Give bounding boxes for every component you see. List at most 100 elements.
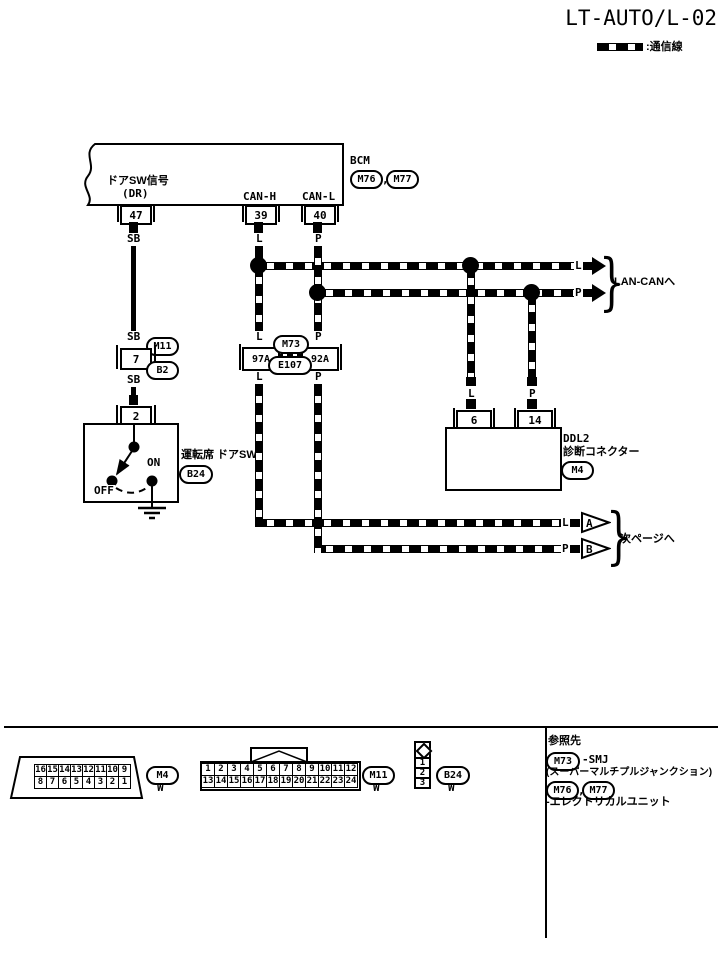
reference-title: 参照先 bbox=[548, 735, 581, 747]
sb-wire bbox=[131, 246, 136, 331]
bcm-ref-separator: , bbox=[381, 174, 390, 186]
can-l-bus-line-next-page bbox=[314, 545, 577, 553]
can-h-bus-line bbox=[255, 262, 577, 270]
connector-ref-m73: M73 bbox=[273, 335, 309, 354]
wire-stub bbox=[527, 377, 537, 386]
next-page-destination: 次ページへ bbox=[620, 533, 675, 545]
lan-can-arrow-l-icon bbox=[592, 257, 606, 275]
switch-pin-2: 2 bbox=[120, 406, 152, 427]
bcm-pin-39: 39 bbox=[245, 205, 277, 225]
lan-can-brace: } bbox=[599, 245, 625, 318]
m4-pin-cell: 4 bbox=[82, 776, 95, 789]
arrow-stub bbox=[583, 262, 592, 270]
next-page-arrow-a-icon: A bbox=[581, 511, 611, 534]
reference-ref-m73: M73 bbox=[546, 752, 580, 771]
m11-pin-cell: 15 bbox=[227, 775, 241, 788]
bcm-label: BCM bbox=[349, 154, 371, 167]
page-title: LT-AUTO/L-02 bbox=[565, 6, 717, 30]
switch-state-off: OFF bbox=[93, 484, 115, 497]
wire-color-sb: SB bbox=[126, 330, 142, 343]
junction-dot bbox=[250, 257, 267, 274]
bcm-signal-door-sw: ドアSW信号 bbox=[107, 175, 169, 187]
wire-stub bbox=[527, 399, 537, 409]
svg-text:B: B bbox=[586, 543, 593, 556]
wire-stub bbox=[129, 395, 138, 405]
bcm-pin-39-shell bbox=[242, 205, 280, 222]
legend-comm-line-swatch bbox=[597, 43, 643, 51]
connector-ref-e107: E107 bbox=[268, 356, 312, 375]
footer-divider-vertical bbox=[545, 728, 547, 938]
footer-m4-color: W bbox=[157, 781, 164, 794]
lan-can-destination: LAN-CANへ bbox=[614, 276, 676, 288]
inline-connector-7-shell bbox=[116, 345, 156, 369]
next-page-brace: } bbox=[606, 499, 632, 572]
wire-color-p: P bbox=[561, 542, 570, 555]
ddl2-name: DDL2 bbox=[563, 432, 590, 445]
can-l-bus-line bbox=[314, 289, 577, 297]
door-switch-symbol bbox=[106, 423, 166, 520]
legend-label: :通信線 bbox=[645, 41, 684, 53]
wire-color-l: L bbox=[561, 516, 570, 529]
wire-color-p: P bbox=[528, 387, 537, 400]
wire-color-l: L bbox=[255, 370, 264, 383]
reference-ref-m77: M77 bbox=[582, 781, 615, 800]
can-h-bus-line-next-page bbox=[255, 519, 577, 527]
footer-divider-horizontal bbox=[4, 726, 718, 728]
m11-pin-cell: 19 bbox=[279, 775, 293, 788]
bcm-pin-47-shell bbox=[117, 205, 155, 222]
ddl2-box bbox=[445, 427, 562, 491]
m11-pin-cell: 16 bbox=[240, 775, 254, 788]
m11-pin-cell: 22 bbox=[318, 775, 332, 788]
m11-pin-cell: 24 bbox=[344, 775, 358, 788]
reference-ref-m73-text: -SMJ bbox=[582, 753, 609, 766]
m4-pin-cell: 3 bbox=[94, 776, 107, 789]
b24-pin-cell: 3 bbox=[414, 777, 431, 789]
switch-pin-2-shell bbox=[116, 405, 156, 423]
wire-stub bbox=[254, 222, 263, 233]
svg-text:A: A bbox=[586, 517, 593, 530]
footer-m11-color: W bbox=[373, 781, 380, 794]
m11-pin-cell: 23 bbox=[331, 775, 345, 788]
m11-pin-cell: 12 bbox=[344, 763, 358, 776]
connector-ref-b2: B2 bbox=[146, 361, 179, 380]
door-switch-label: 運転席 ドアSW bbox=[181, 449, 257, 461]
arrow-stub bbox=[571, 545, 580, 553]
bcm-signal-can-l: CAN-L bbox=[302, 190, 336, 203]
footer-connector-ref-m4: M4 bbox=[146, 766, 179, 785]
can-h-wire bbox=[255, 246, 263, 331]
arrow-stub bbox=[571, 519, 580, 527]
ddl2-name2: 診断コネクター bbox=[563, 446, 640, 458]
wire-color-l: L bbox=[255, 330, 264, 343]
footer-connector-ref-m11: M11 bbox=[362, 766, 395, 785]
ddl2-pin-6-shell bbox=[453, 408, 495, 427]
wire-stub bbox=[129, 222, 138, 233]
bcm-pin-40-shell bbox=[301, 205, 339, 222]
m11-pin-cell: 13 bbox=[201, 775, 215, 788]
footer-b24-color: W bbox=[448, 781, 455, 794]
junction-dot bbox=[309, 284, 326, 301]
wire-color-l: L bbox=[467, 387, 476, 400]
can-l-wire-ddl2 bbox=[528, 293, 536, 381]
ddl2-pin-14-shell bbox=[514, 408, 556, 427]
ddl2-pin-14: 14 bbox=[517, 410, 553, 431]
bcm-connector-ref-m77: M77 bbox=[386, 170, 419, 189]
can-h-wire-lower bbox=[255, 384, 263, 527]
m11-pin-cell: 20 bbox=[292, 775, 306, 788]
bcm-box bbox=[84, 143, 344, 206]
bcm-signal-door-sw-dr: (DR) bbox=[122, 187, 149, 200]
bcm-signal-can-h: CAN-H bbox=[243, 190, 277, 203]
wire-color-p: P bbox=[314, 330, 323, 343]
wire-stub bbox=[466, 377, 476, 386]
reference-ref-m73-note: (スーパーマルチプルジャンクション) bbox=[546, 767, 713, 778]
m11-pin-cell: 18 bbox=[266, 775, 280, 788]
connector-ref-m11: M11 bbox=[146, 337, 179, 356]
wire-color-p: P bbox=[574, 286, 583, 299]
m4-pin-cell: 8 bbox=[34, 776, 47, 789]
wire-color-sb: SB bbox=[126, 232, 142, 245]
wire-color-l: L bbox=[574, 259, 583, 272]
